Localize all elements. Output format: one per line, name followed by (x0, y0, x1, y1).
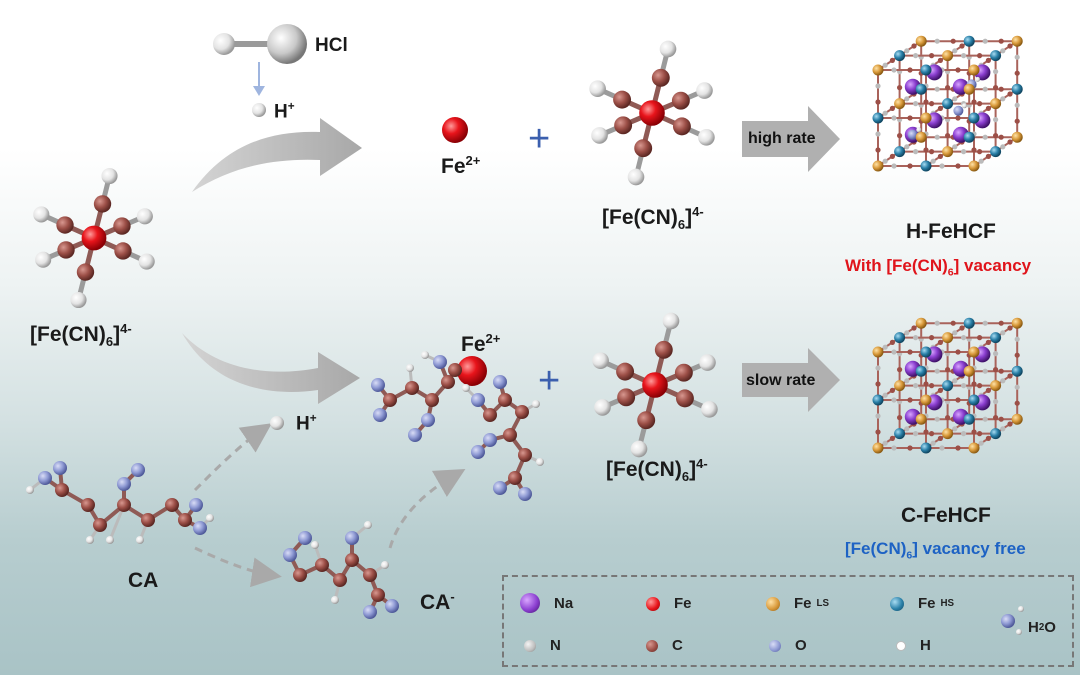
fe-hs-swatch-icon (890, 596, 904, 611)
citrate-complex-right (462, 375, 544, 501)
fe-ls-swatch-icon (766, 596, 780, 611)
h-plus-atom-bottom (270, 416, 284, 430)
legend-c: C (646, 637, 683, 654)
citrate-complex-left (371, 351, 462, 442)
slow-rate-arrow (742, 348, 840, 412)
c-fehcf-crystal (872, 317, 1023, 454)
ferrocyanide-molecules (33, 40, 718, 458)
curved-arrow-bottom (182, 333, 360, 404)
c-fehcf-label: C-FeHCF (901, 504, 991, 527)
legend-n: N (524, 637, 561, 654)
fe-ion-top-label: Fe2+ (441, 153, 481, 178)
plus-top: + (528, 118, 551, 160)
ca-minus-label: CA- (420, 589, 455, 614)
citrate-molecule (26, 461, 214, 544)
citrate-anion-molecule (283, 521, 399, 619)
slow-rate-label: slow rate (746, 372, 816, 389)
h-plus-atom-top (252, 103, 266, 117)
legend-h: H (896, 637, 931, 654)
dashed-arrow-caminus (388, 469, 466, 549)
citrate-molecules (26, 351, 544, 619)
ferrocyanide-top-label: [Fe(CN)6]4- (602, 204, 704, 233)
ferrocyanide-top-molecule (589, 40, 715, 186)
ferrocyanide-bottom-label: [Fe(CN)6]4- (606, 456, 708, 485)
dashed-arrow-h (193, 423, 272, 492)
h-fehcf-label: H-FeHCF (906, 220, 996, 243)
h-fehcf-note: With [Fe(CN)6] vacancy (845, 256, 1032, 279)
h-swatch-icon (896, 640, 906, 651)
h-fehcf-crystal (872, 35, 1023, 172)
hcl-label: HCl (315, 35, 348, 56)
fe-ion-top (442, 117, 468, 143)
na-swatch-icon (520, 593, 540, 613)
high-rate-arrow (742, 106, 840, 172)
ca-label: CA (128, 569, 159, 592)
plus-bottom: + (538, 360, 561, 402)
legend-na: Na (520, 593, 573, 613)
h-plus-label-bottom: H+ (296, 412, 317, 435)
legend-water-icon (1001, 606, 1024, 635)
c-swatch-icon (646, 639, 658, 652)
high-rate-label: high rate (748, 130, 816, 147)
ferrocyanide-reactant-molecule (33, 167, 155, 309)
fe-ion-bottom (457, 356, 487, 386)
c-fehcf-note: [Fe(CN)6] vacancy free (845, 539, 1026, 562)
dashed-arrow-ca (194, 546, 282, 588)
n-swatch-icon (524, 639, 536, 652)
legend-o: O (769, 637, 807, 654)
h-plus-label-top: H+ (274, 100, 295, 123)
fe-ion-bottom-label: Fe2+ (461, 331, 501, 356)
fe-swatch-icon (646, 596, 660, 611)
ferrocyanide-bottom-molecule (592, 312, 718, 458)
o-swatch-icon (769, 639, 781, 652)
fehcf-crystals (872, 35, 1023, 454)
ferrocyanide-reactant-label: [Fe(CN)6]4- (30, 321, 132, 350)
curved-arrow-top (192, 118, 362, 192)
legend-fe: Fe (646, 595, 692, 612)
hcl-molecule (213, 24, 307, 64)
